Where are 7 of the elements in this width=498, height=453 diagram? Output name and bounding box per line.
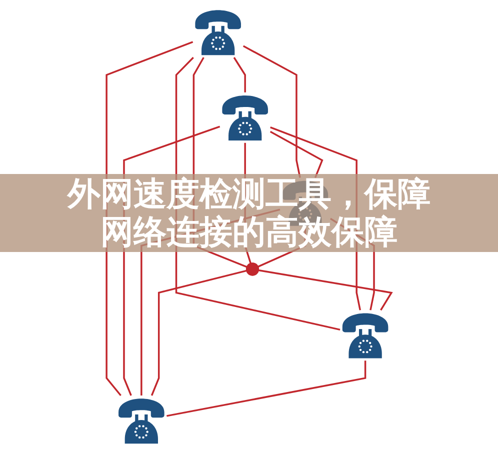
connector [258,269,393,311]
node-telephone [340,310,391,361]
connector [150,270,247,396]
connector [166,360,366,417]
node-telephone [116,396,167,446]
title: 外网速度检测工具，保障网络连接的高效保障 [66,175,432,251]
connector [233,57,246,92]
